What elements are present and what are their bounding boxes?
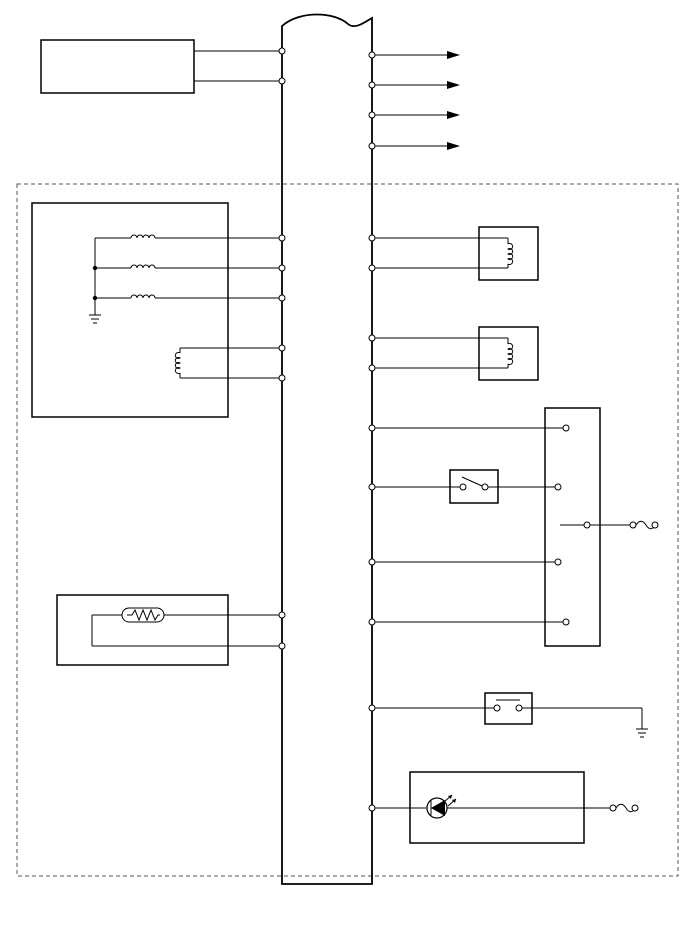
output-arrow-1: [372, 51, 460, 59]
thermistor-unit: [56, 594, 282, 666]
output-arrow-2: [372, 81, 460, 89]
ac-power-icon: [609, 803, 639, 813]
junction-dot: [92, 295, 98, 301]
inline-switch: [372, 469, 562, 504]
output-arrow-4: [372, 142, 460, 150]
led-icon: [426, 794, 457, 819]
output-arrows: [372, 51, 460, 150]
ground-icon: [89, 314, 101, 324]
thermistor-icon: [121, 607, 165, 623]
switch-block: [372, 407, 659, 647]
ground-icon: [636, 728, 648, 738]
harness-connector: [281, 13, 373, 885]
ac-power-icon: [629, 520, 659, 530]
pickup-coil-icon: [174, 347, 282, 379]
coil-icon: [95, 264, 282, 269]
pushbutton: [372, 692, 648, 738]
top-left-block: [40, 39, 282, 94]
led-module: [372, 771, 639, 844]
harness-right-pins: [368, 51, 376, 812]
coil-icon: [95, 294, 282, 299]
output-arrow-3: [372, 111, 460, 119]
coil-icon: [95, 234, 282, 239]
solenoid-2: [372, 326, 539, 381]
coil-icon: [507, 243, 514, 265]
sensor-unit: [31, 202, 282, 418]
dashed-boundary: [16, 183, 679, 877]
harness-left-pins: [278, 47, 286, 650]
coil-icon: [507, 343, 514, 365]
solenoid-1: [372, 226, 539, 281]
junction-dot: [92, 265, 98, 271]
